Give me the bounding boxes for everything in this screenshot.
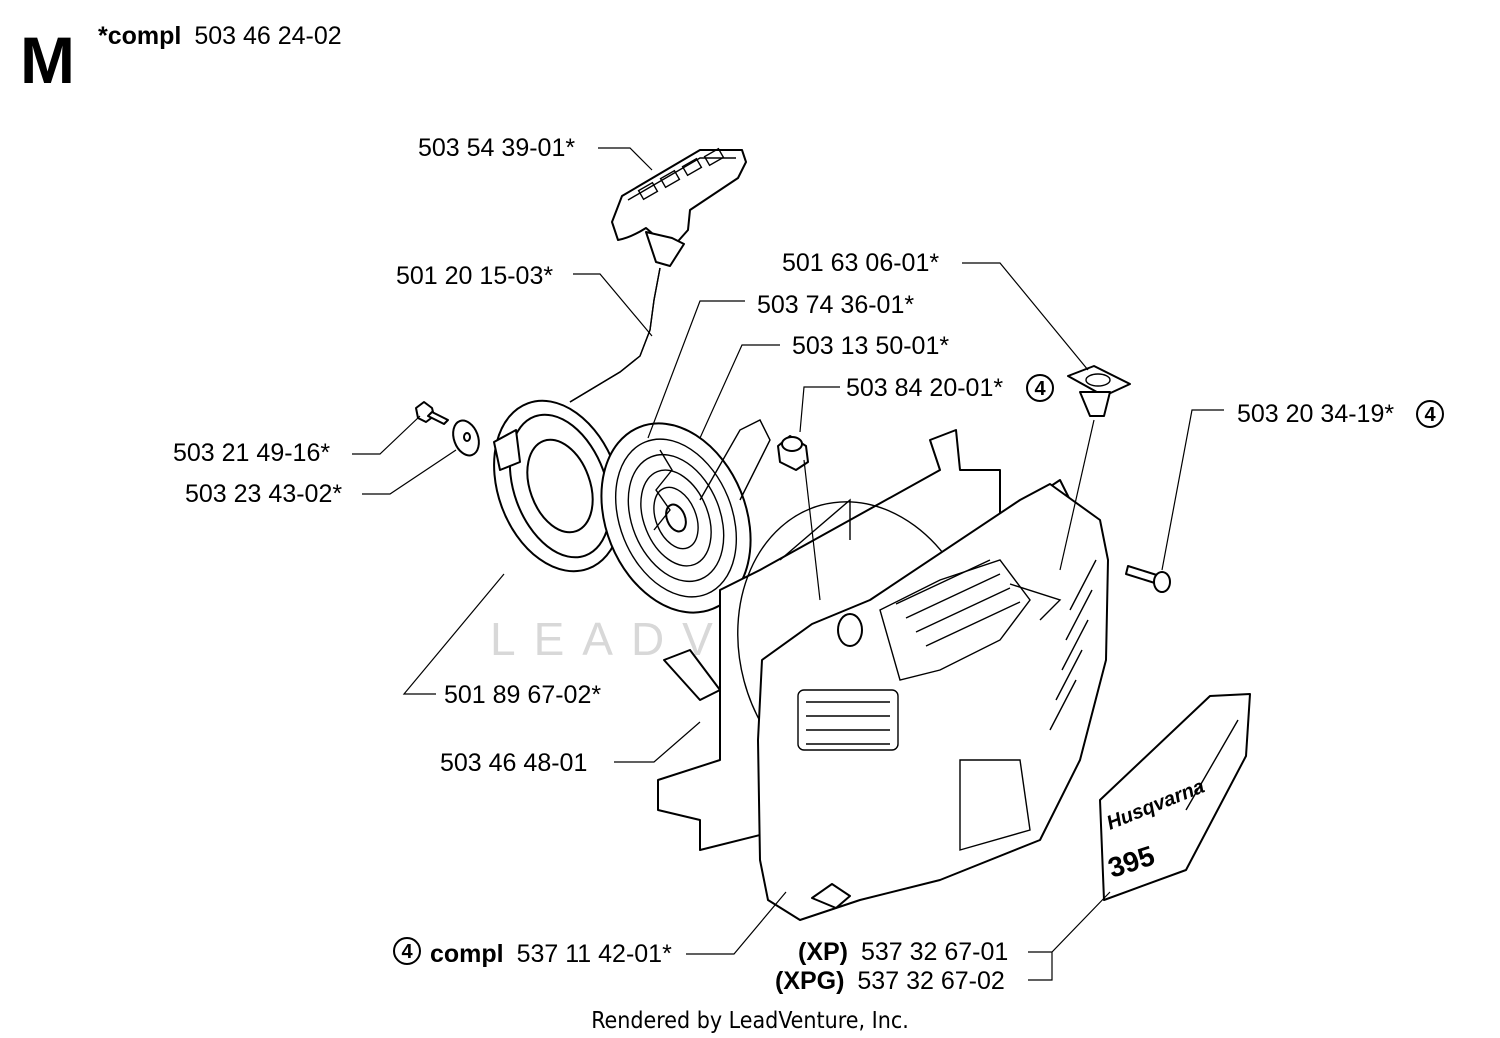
label-pulley: 501 89 67-02*	[444, 681, 601, 709]
front-cover-drawing	[757, 483, 1109, 921]
section-compl-label: *compl 503 46 24-02	[98, 22, 342, 50]
section-compl-prefix: *compl	[98, 22, 181, 50]
washer-drawing	[452, 419, 480, 457]
grommet-drawing	[1067, 365, 1131, 417]
starter-handle-drawing	[611, 147, 747, 267]
label-cover-compl: compl 537 11 42-01*	[430, 940, 672, 968]
label-starter-housing: 503 46 48-01	[440, 749, 587, 777]
recoil-spring-drawing	[600, 422, 752, 614]
screw-drawing	[1125, 565, 1171, 593]
section-letter: M	[20, 23, 75, 97]
leader-lines	[352, 147, 1224, 981]
label-decal-xp-model: (XP)	[798, 938, 848, 966]
footer-credit: Rendered by LeadVenture, Inc.	[591, 1008, 909, 1034]
decal-drawing: Husqvarna 395	[1099, 693, 1251, 901]
label-spring-part: 503 13 50-01*	[792, 332, 949, 360]
label-decal-xpg-number: 537 32 67-02	[857, 967, 1004, 995]
label-washer: 503 23 43-02*	[185, 480, 342, 508]
label-cover-compl-number: 537 11 42-01*	[517, 940, 672, 968]
pulley-drawing	[493, 399, 623, 573]
starter-rope-drawing	[569, 267, 661, 403]
label-cover-compl-prefix: compl	[430, 940, 504, 968]
ref-marker-screw: 4	[1416, 400, 1444, 428]
label-decal-xp-number: 537 32 67-01	[861, 938, 1008, 966]
ref-marker-bushing-text: 4	[1034, 378, 1046, 400]
label-decal-xpg: (XPG) 537 32 67-02	[775, 967, 1005, 995]
label-handle: 503 54 39-01*	[418, 134, 575, 162]
label-rope: 501 20 15-03*	[396, 262, 553, 290]
pulley-screw-drawing	[415, 401, 449, 425]
section-compl-number: 503 46 24-02	[194, 22, 341, 50]
ref-marker-screw-text: 4	[1424, 404, 1436, 426]
ref-marker-cover: 4	[393, 937, 421, 965]
label-screw: 503 20 34-19*	[1237, 400, 1394, 428]
label-decal-xp: (XP) 537 32 67-01	[798, 938, 1008, 966]
label-grommet: 501 63 06-01*	[782, 249, 939, 277]
ref-marker-cover-text: 4	[401, 941, 413, 963]
label-recoil-spring-cover: 503 74 36-01*	[757, 291, 914, 319]
label-pulley-screw: 503 21 49-16*	[173, 439, 330, 467]
ref-marker-bushing: 4	[1026, 374, 1054, 402]
label-bushing: 503 84 20-01*	[846, 374, 1003, 402]
label-decal-xpg-model: (XPG)	[775, 967, 844, 995]
bushing-drawing	[777, 435, 809, 471]
